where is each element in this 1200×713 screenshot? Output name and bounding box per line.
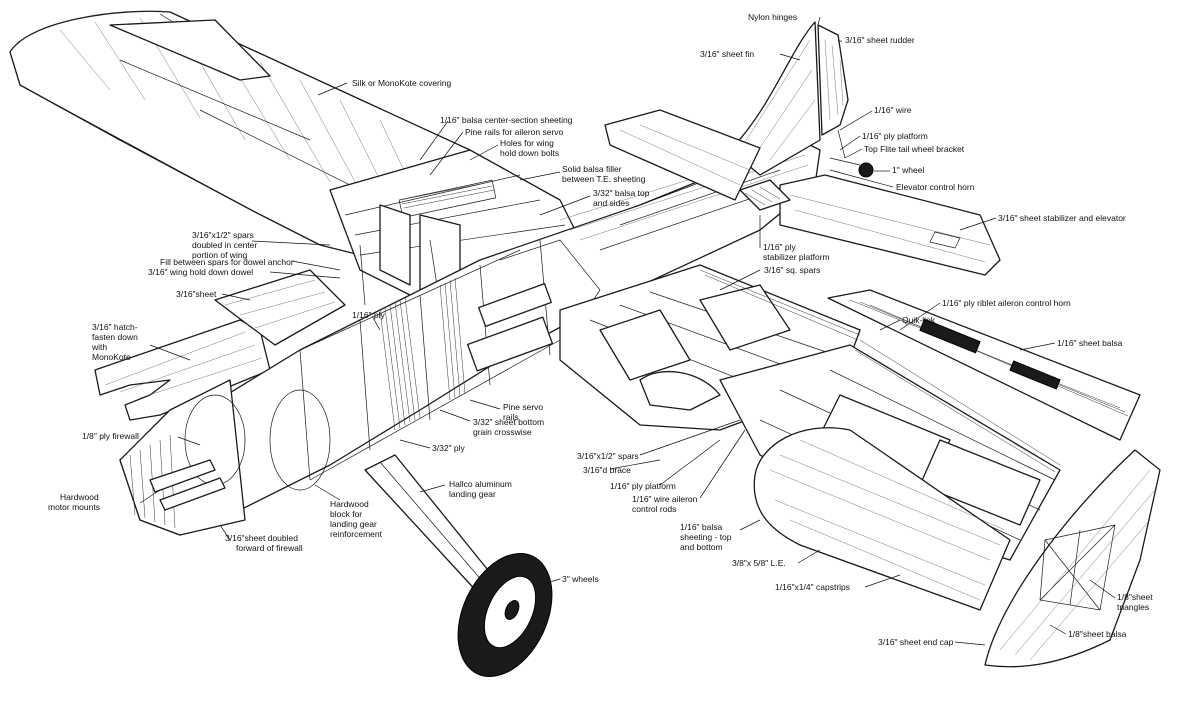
label-elevator-control-horn: Elevator control horn (896, 182, 975, 192)
label-sheet-rudder: 3/16" sheet rudder (845, 35, 915, 45)
wing-hatch (94, 269, 346, 421)
label-wire: 1/16" wire (874, 105, 912, 115)
horizontal-stabilizer-right (779, 174, 1001, 276)
label-nylon-hinges: Nylon hinges (748, 12, 797, 22)
label-doubled-forward-2: forward of firewall (236, 543, 303, 553)
aileron-strip (827, 289, 1141, 441)
tail-platform (739, 179, 791, 211)
label-wheels-3: 3" wheels (562, 574, 599, 584)
label-wing-dowel: 3/16" wing hold down dowel (148, 267, 253, 277)
label-pine-rails-aileron: Pine rails for aileron servo (465, 127, 564, 137)
label-holes-wing-2: hold down bolts (500, 148, 559, 158)
label-pine-servo-1: Pine servo (503, 402, 543, 412)
label-ply-116: 1/16" ply (352, 310, 386, 320)
label-silk-monokote: Silk or MonoKote covering (352, 78, 451, 88)
label-pine-servo-2: rails (503, 412, 519, 422)
label-doubled-forward-1: 3/16"sheet doubled (225, 533, 298, 543)
horizontal-stabilizer-left (604, 109, 761, 201)
label-triangles-2: triangles (1117, 602, 1149, 612)
leader-lines (139, 16, 1116, 646)
label-ply-platform-tail: 1/16" ply platform (862, 131, 928, 141)
label-sheet-balsa-18: 1/8"sheet balsa (1068, 629, 1127, 639)
right-wing-outer-panel (719, 339, 1061, 561)
label-triangles-1: 1/8"sheet (1117, 592, 1153, 602)
wing-tip-end-cap (984, 449, 1161, 668)
label-bottom-sheet-1: 3/32" sheet bottom (473, 417, 544, 427)
label-fill-between-spars: Fill between spars for dowel anchor (160, 257, 294, 267)
label-end-cap: 3/16" sheet end cap (878, 637, 954, 647)
label-stabilizer-elevator: 3/16" sheet stabilizer and elevator (998, 213, 1126, 223)
label-spars-doubled-3: portion of wing (192, 250, 248, 260)
label-sheet-balsa-116: 1/16" sheet balsa (1057, 338, 1123, 348)
label-d-brace: 3/16"d brace (583, 465, 631, 475)
vertical-fin (729, 21, 821, 176)
landing-gear (364, 454, 553, 678)
label-quik-link: Quik-link (902, 315, 936, 325)
label-solid-balsa-1: Solid balsa filler (562, 164, 622, 174)
label-spars-doubled-1: 3/16"x1/2" spars (192, 230, 254, 240)
label-ply-stab-platform-1: 1/16" ply (763, 242, 797, 252)
label-balsa-center-sheeting: 1/16" balsa center-section sheeting (440, 115, 573, 125)
label-hardwood-mounts-2: motor mounts (48, 502, 100, 512)
label-capstrips: 1/16"x1/4" capstrips (775, 582, 850, 592)
label-tail-wheel-bracket: Top Flite tail wheel bracket (864, 144, 965, 154)
label-ply-stab-platform-2: stabilizer platform (763, 252, 830, 262)
fuselage (119, 139, 821, 536)
label-hardwood-block-1: Hardwood (330, 499, 369, 509)
label-sheet-316: 3/16"sheet (176, 289, 217, 299)
label-ply-platform-wing: 1/16" ply platform (610, 481, 676, 491)
label-ply-332: 3/32" ply (432, 443, 466, 453)
diagram-labels: Nylon hinges 3/16" sheet rudder 3/16" sh… (48, 12, 1153, 647)
label-balsa-top-sides-1: 3/32" balsa top (593, 188, 650, 198)
label-holes-wing-1: Holes for wing (500, 138, 554, 148)
label-hatch-4: MonoKote (92, 352, 131, 362)
rudder (817, 24, 849, 136)
label-bottom-sheet-2: grain crosswise (473, 427, 532, 437)
label-hallco-1: Hallco aluminum (449, 479, 512, 489)
label-balsa-sheeting-tb-1: 1/16" balsa (680, 522, 723, 532)
label-solid-balsa-2: between T.E. sheeting (562, 174, 646, 184)
label-hatch-2: fasten down (92, 332, 138, 342)
label-riblet-horn: 1/16" ply riblet aileron control horn (942, 298, 1071, 308)
label-balsa-top-sides-2: and sides (593, 198, 629, 208)
label-ply-firewall: 1/8" ply firewall (82, 431, 139, 441)
label-hallco-2: landing gear (449, 489, 496, 499)
tail-wheel (829, 129, 874, 178)
label-hatch-3: with (91, 342, 107, 352)
label-balsa-sheeting-tb-2: sheeting - top (680, 532, 732, 542)
label-sheet-fin: 3/16" sheet fin (700, 49, 754, 59)
label-hardwood-block-2: block for (330, 509, 362, 519)
label-hardwood-block-4: reinforcement (330, 529, 383, 539)
label-sq-spars: 3/16" sq. spars (764, 265, 820, 275)
label-balsa-sheeting-tb-3: and bottom (680, 542, 723, 552)
label-le: 3/8"x 5/8" L.E. (732, 558, 786, 568)
label-spars-bottom: 3/16"x1/2" spars (577, 451, 639, 461)
label-wire-aileron-2: control rods (632, 504, 676, 514)
label-wire-aileron-1: 1/16" wire aileron (632, 494, 698, 504)
wing-sheeting-roll (753, 427, 1011, 611)
label-spars-doubled-2: doubled in center (192, 240, 257, 250)
label-hardwood-mounts-1: Hardwood (60, 492, 99, 502)
label-hardwood-block-3: landing gear (330, 519, 377, 529)
label-hatch-1: 3/16" hatch- (92, 322, 138, 332)
label-wheel-1: 1" wheel (892, 165, 924, 175)
